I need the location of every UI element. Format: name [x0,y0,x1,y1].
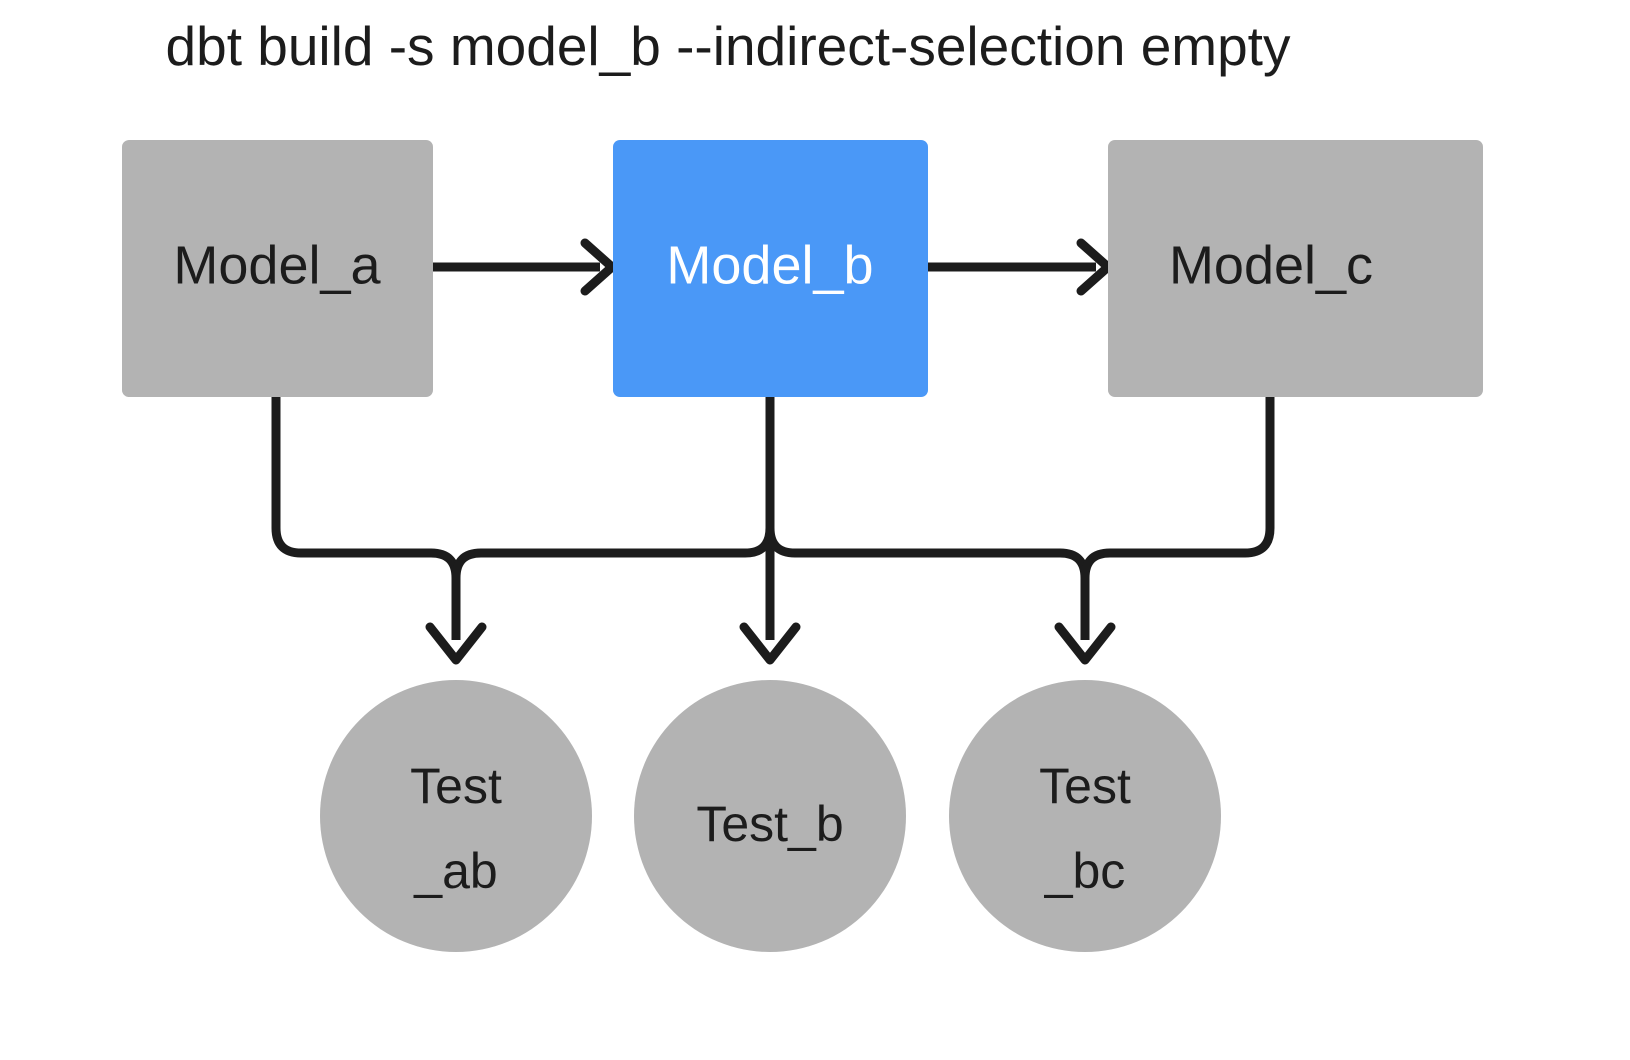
test-node-layer: Test _ab Test_b Test _bc [320,680,1221,952]
node-test-b[interactable]: Test_b [634,680,906,952]
node-model-b[interactable]: Model_b [613,140,928,397]
node-test-b-shape[interactable] [634,680,906,952]
node-model-c[interactable]: Model_c [1108,140,1483,397]
arrowhead-to-test-b [739,622,801,665]
arrowhead-to-test-ab [425,622,487,665]
node-test-bc[interactable]: Test _bc [949,680,1221,952]
node-model-a[interactable]: Model_a [122,140,433,397]
node-test-b-label-line1: Test_b [696,796,843,852]
arrowhead-model-a-to-model-b [580,238,617,296]
arrowhead-to-test-bc [1054,622,1116,665]
edge-model-b-to-test-bc [765,397,1090,640]
node-test-bc-label-line2: _bc [1044,843,1126,899]
node-model-b-label: Model_b [666,235,873,295]
node-test-ab-shape[interactable] [320,680,592,952]
node-test-ab-label-line1: Test [410,758,502,814]
edge-model-a-to-test-ab [271,397,461,640]
node-test-bc-label-line1: Test [1039,758,1131,814]
node-model-a-shape[interactable] [122,140,433,397]
model-node-layer: Model_a Model_b Model_c [122,140,1483,397]
page-title: dbt build -s model_b --indirect-selectio… [166,15,1291,77]
edge-layer [271,238,1275,665]
node-model-c-label: Model_c [1169,235,1373,295]
edge-model-c-to-test-bc [1080,397,1275,640]
edge-model-b-to-test-ab [451,397,775,640]
node-model-c-shape[interactable] [1108,140,1483,397]
node-model-b-shape[interactable] [613,140,928,397]
node-test-ab[interactable]: Test _ab [320,680,592,952]
node-test-bc-shape[interactable] [949,680,1221,952]
node-test-ab-label-line2: _ab [413,843,497,899]
node-model-a-label: Model_a [173,235,381,295]
